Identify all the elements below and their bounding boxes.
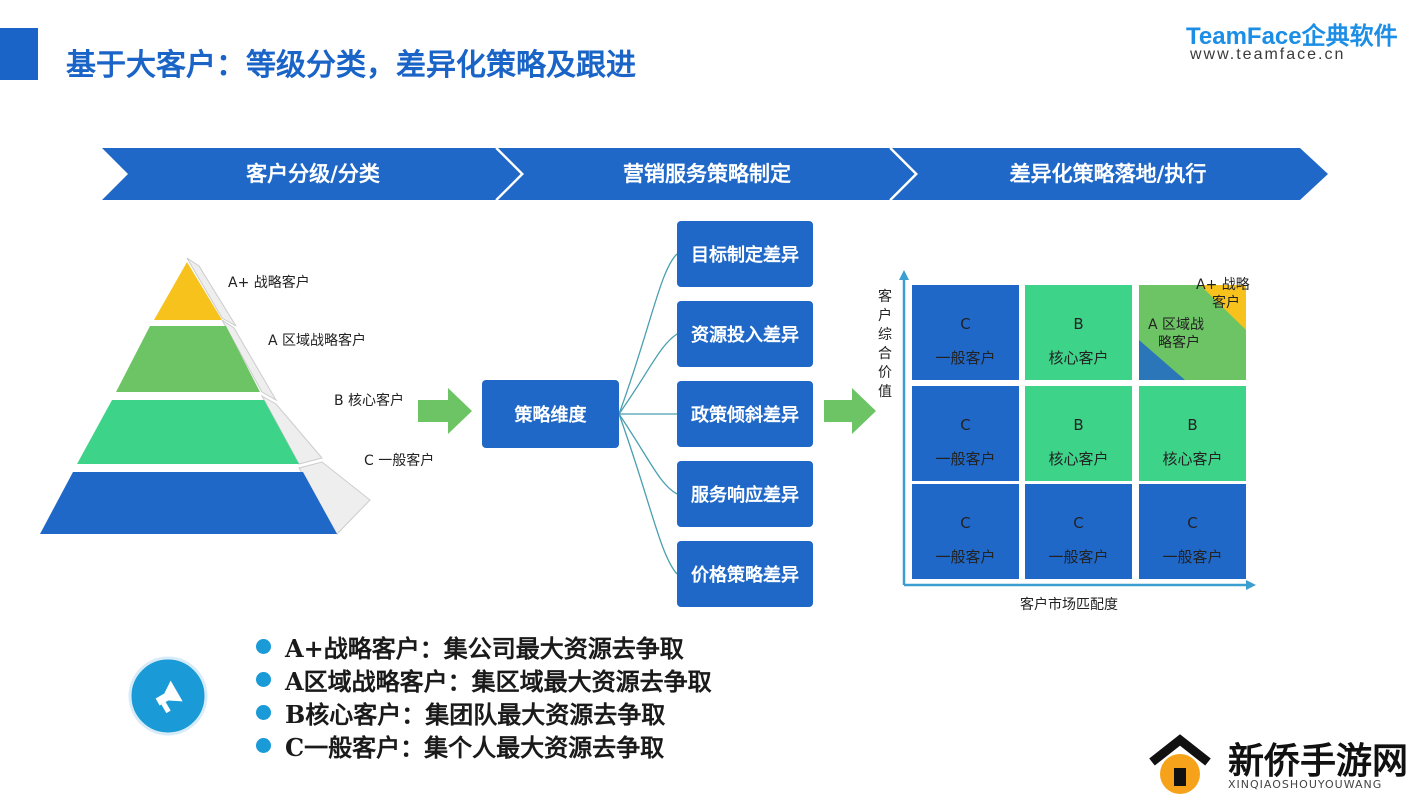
stage-label-1: 客户分级/分类 [246,162,380,186]
pyramid-side-b [260,394,323,465]
bullet-item: B核心客户：集团队最大资源去争取 [256,696,665,729]
pyramid-level-a [116,326,260,392]
bullet-dot-icon [256,671,271,687]
title-accent-bar [0,28,38,80]
bullet-dot-icon [256,704,271,720]
matrix-corner-a: A 区域战 [1148,317,1205,333]
watermark-logo-icon [1149,734,1211,794]
matrix-corner-a-plus-2: 客户 [1212,295,1240,311]
matrix-y-axis-label: 客户综合价值 [878,289,892,400]
matrix-corner-cell [1139,285,1246,380]
bullet-dot-icon [256,638,271,654]
megaphone-icon [128,656,208,736]
connector-lines [618,253,678,575]
bullet-item: C一般客户：集个人最大资源去争取 [256,729,664,762]
diff-item-service: 服务响应差异 [677,461,813,527]
diff-item-policy: 政策倾斜差异 [677,381,813,447]
stage-label-2: 营销服务策略制定 [623,162,791,186]
pyramid-label-b: B 核心客户 [334,393,405,409]
page-title: 基于大客户：等级分类，差异化策略及跟进 [66,48,636,83]
matrix-x-axis-label: 客户市场匹配度 [1020,597,1118,613]
diff-item-goal: 目标制定差异 [677,221,813,287]
pyramid-label-c: C 一般客户 [364,453,435,469]
diff-item-resource: 资源投入差异 [677,301,813,367]
bullet-dot-icon [256,737,271,753]
stage-chevron-3 [892,148,1328,200]
pyramid-level-b [77,400,299,464]
green-arrow-icon-2 [824,388,876,434]
bullet-item: A+战略客户：集公司最大资源去争取 [256,630,684,663]
watermark-subtext: XINQIAOSHOUYOUWANG [1228,778,1383,791]
brand-logo: TeamFace企典软件 [1186,23,1398,50]
stage-label-3: 差异化策略落地/执行 [1009,162,1207,186]
pyramid-level-c [40,472,337,534]
matrix-corner-a-plus: A+ 战略 [1196,277,1250,293]
pyramid-side-a [221,319,278,402]
brand-url: www.teamface.cn [1190,46,1346,63]
pyramid-level-a-plus [154,262,222,320]
strategy-dimension-box: 策略维度 [482,380,619,448]
pyramid-label-a-plus: A+ 战略客户 [228,275,310,291]
stage-chevron-2 [498,148,916,200]
matrix-corner-a-2: 略客户 [1158,335,1200,351]
pyramid-label-a: A 区域战略客户 [268,333,367,349]
diff-item-price: 价格策略差异 [677,541,813,607]
watermark-text: 新侨手游网 [1228,740,1409,782]
pyramid-side-top [186,257,237,327]
bullet-item: A区域战略客户：集区域最大资源去争取 [256,663,712,696]
green-arrow-icon [418,388,472,434]
stage-chevron-1 [102,148,522,200]
